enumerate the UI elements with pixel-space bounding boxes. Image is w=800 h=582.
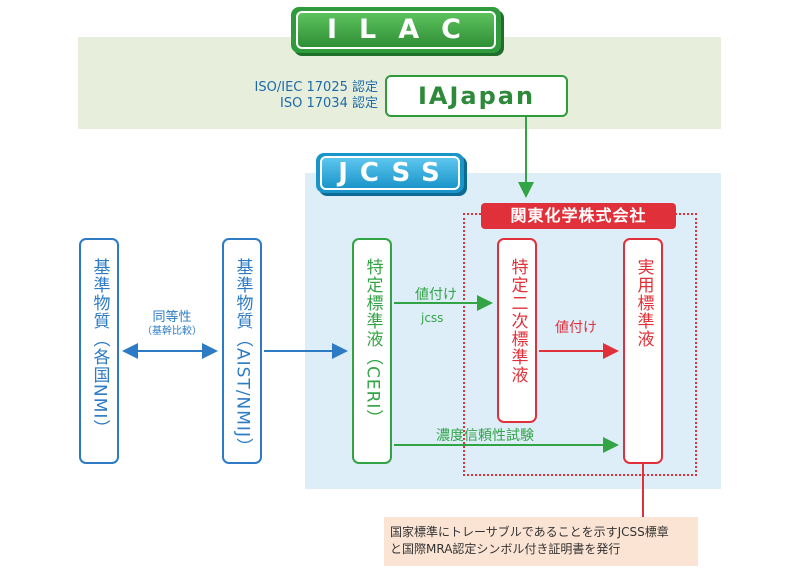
valuation-label-2: 値付け [555,320,597,336]
company-label: 関東化学株式会社 [481,203,676,229]
secondary-standard-label: 特定二次標準液 [507,258,528,384]
working-standard-box: 実用標準液 [623,238,663,464]
jcss-small-label: jcss [421,311,444,325]
equivalence-label: 同等性 [152,310,192,325]
certificate-note-line-2: と国際MRA認定シンボル付き証明書を発行 [390,542,621,556]
iso-17034-line: ISO 17034 認定 [280,96,378,111]
reference-material-aist-box: 基準物質（AIST/NMIJ） [222,238,262,464]
iso-17025-line: ISO/IEC 17025 認定 [254,80,378,95]
certificate-note: 国家標準にトレーサブルであることを示すJCSS標章 と国際MRA認定シンボル付き… [384,517,698,566]
jcss-badge: JCSS [320,156,460,190]
valuation-label-1: 値付け [415,287,457,303]
reference-material-nmi-box: 基準物質（各国NMI） [79,238,119,464]
ilac-badge: ILAC [296,11,496,49]
iso-accreditation-text: ISO/IEC 17025 認定 ISO 17034 認定 [200,80,378,112]
reference-material-aist-label: 基準物質（AIST/NMIJ） [232,258,253,456]
iajapan-box: IAJapan [385,75,568,117]
specified-standard-ceri-label: 特定標準液（CERI） [362,258,383,428]
equivalence-sublabel: （基幹比較） [142,326,202,337]
secondary-standard-box: 特定二次標準液 [497,238,537,423]
certificate-note-line-1: 国家標準にトレーサブルであることを示すJCSS標章 [390,525,669,539]
reference-material-nmi-label: 基準物質（各国NMI） [89,258,110,438]
reliability-test-label: 濃度信頼性試験 [436,428,534,444]
specified-standard-ceri-box: 特定標準液（CERI） [352,238,392,464]
working-standard-label: 実用標準液 [633,258,654,348]
